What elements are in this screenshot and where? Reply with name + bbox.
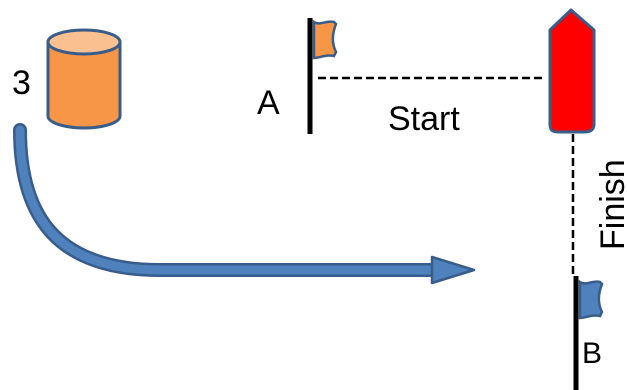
committee-boat-icon bbox=[548, 8, 596, 134]
cylinder-buoy-icon bbox=[46, 28, 122, 130]
buoy-body bbox=[46, 40, 122, 130]
pin-a-label: A bbox=[257, 84, 280, 122]
blue-flag-icon bbox=[578, 279, 604, 320]
course-arrow-head bbox=[430, 255, 476, 285]
orange-flag-icon bbox=[312, 19, 338, 60]
course-arrow-shaft bbox=[13, 123, 442, 277]
pin-b-label: B bbox=[582, 337, 602, 370]
start-line-label: Start bbox=[388, 100, 460, 138]
curved-arrow-icon bbox=[13, 123, 476, 285]
buoy-top bbox=[46, 28, 122, 56]
finish-line-label: Finish bbox=[594, 159, 627, 250]
mark-number-label: 3 bbox=[12, 64, 31, 102]
course-arrow-shaft-fill bbox=[15, 125, 440, 275]
